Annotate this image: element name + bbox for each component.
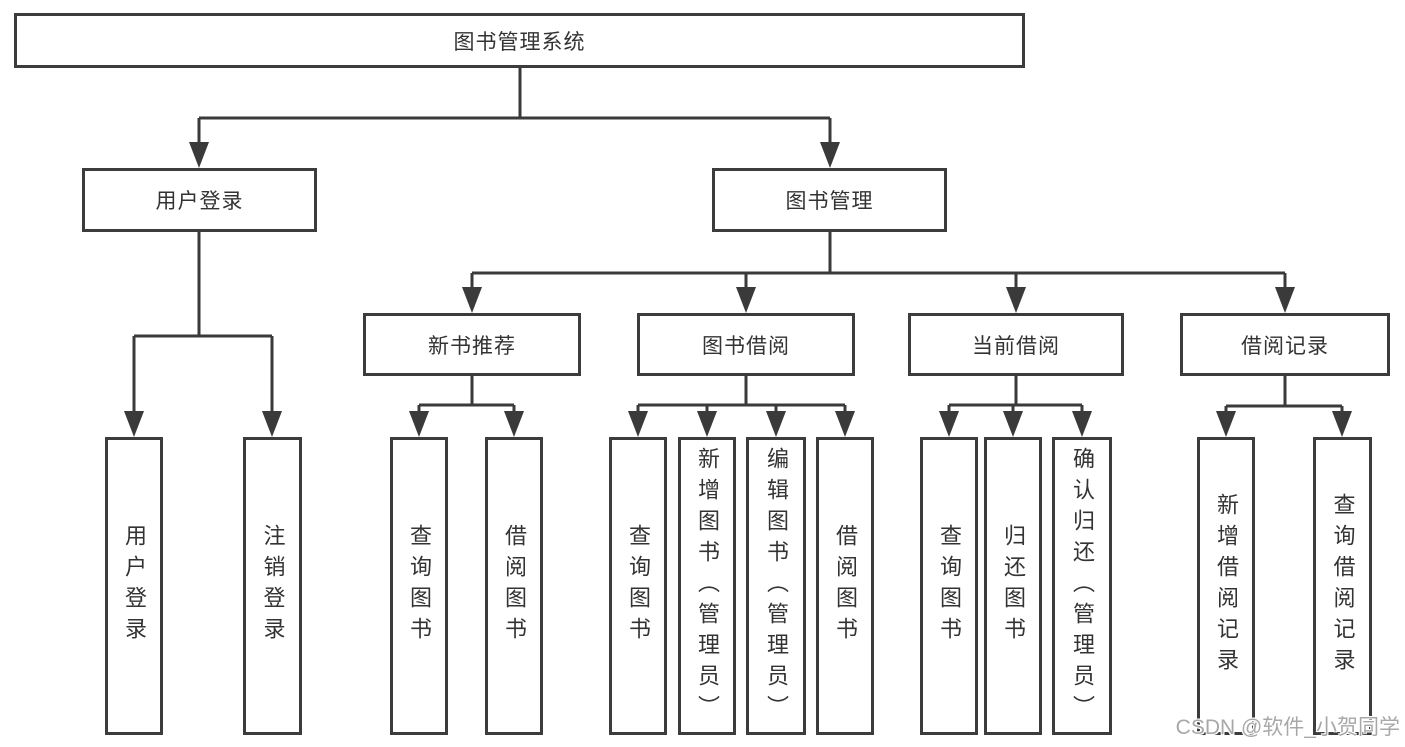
connector-user-login-to-leaves xyxy=(124,232,282,437)
connector-root-to-level2 xyxy=(189,68,840,168)
node-current-borrow: 当前借阅 xyxy=(908,313,1124,376)
leaf-query-book-current-label: 查询图书 xyxy=(937,524,962,648)
leaf-user-login-label: 用户登录 xyxy=(122,524,147,648)
node-current-borrow-label: 当前借阅 xyxy=(972,334,1060,358)
leaf-logout-label: 注销登录 xyxy=(260,524,286,648)
leaf-logout: 注销登录 xyxy=(243,437,302,735)
leaf-add-borrow-record: 新增借阅记录 xyxy=(1197,437,1255,735)
leaf-borrow-book-recommend: 借阅图书 xyxy=(485,437,543,735)
leaf-borrow-book-recommend-label: 借阅图书 xyxy=(502,524,527,648)
node-borrow-record: 借阅记录 xyxy=(1180,313,1390,376)
leaf-add-borrow-record-label: 新增借阅记录 xyxy=(1214,493,1239,679)
leaf-user-login: 用户登录 xyxy=(105,437,163,735)
node-book-management-label: 图书管理 xyxy=(785,190,874,213)
node-new-book-recommend: 新书推荐 xyxy=(363,313,581,376)
node-user-login: 用户登录 xyxy=(82,168,317,232)
connector-current-borrow-to-leaves xyxy=(939,376,1092,437)
csdn-watermark: CSDN @软件_小贺同学 xyxy=(1175,716,1400,739)
leaf-return-book-label: 归还图书 xyxy=(1001,524,1026,648)
leaf-query-book-borrow: 查询图书 xyxy=(609,437,667,735)
leaf-edit-book-admin-label: 编辑图书（管理员） xyxy=(764,446,789,726)
node-root-label: 图书管理系统 xyxy=(453,30,586,54)
leaf-query-book-recommend-label: 查询图书 xyxy=(407,524,432,648)
node-new-book-recommend-label: 新书推荐 xyxy=(428,334,516,358)
leaf-edit-book-admin: 编辑图书（管理员） xyxy=(746,437,806,735)
leaf-borrow-book: 借阅图书 xyxy=(816,437,874,735)
leaf-query-borrow-record-label: 查询借阅记录 xyxy=(1330,493,1356,679)
connector-book-borrow-to-leaves xyxy=(628,376,855,437)
leaf-query-borrow-record: 查询借阅记录 xyxy=(1313,437,1372,735)
leaf-query-book-borrow-label: 查询图书 xyxy=(626,524,651,648)
node-book-management: 图书管理 xyxy=(712,168,947,232)
node-borrow-record-label: 借阅记录 xyxy=(1241,334,1329,358)
connector-new-book-recommend-to-leaves xyxy=(409,376,524,437)
node-book-borrow: 图书借阅 xyxy=(637,313,855,376)
connector-borrow-record-to-leaves xyxy=(1216,376,1352,437)
leaf-query-book-current: 查询图书 xyxy=(920,437,978,735)
leaf-borrow-book-label: 借阅图书 xyxy=(833,524,858,648)
node-user-login-label: 用户登录 xyxy=(155,190,244,213)
connector-book-management-to-level3 xyxy=(462,232,1295,313)
leaf-query-book-recommend: 查询图书 xyxy=(390,437,448,735)
leaf-confirm-return-admin-label: 确认归还（管理员） xyxy=(1070,446,1095,726)
node-root: 图书管理系统 xyxy=(14,13,1025,68)
leaf-add-book-admin: 新增图书（管理员） xyxy=(678,437,736,735)
leaf-add-book-admin-label: 新增图书（管理员） xyxy=(695,446,720,726)
leaf-confirm-return-admin: 确认归还（管理员） xyxy=(1052,437,1112,735)
node-book-borrow-label: 图书借阅 xyxy=(702,334,790,358)
leaf-return-book: 归还图书 xyxy=(984,437,1042,735)
